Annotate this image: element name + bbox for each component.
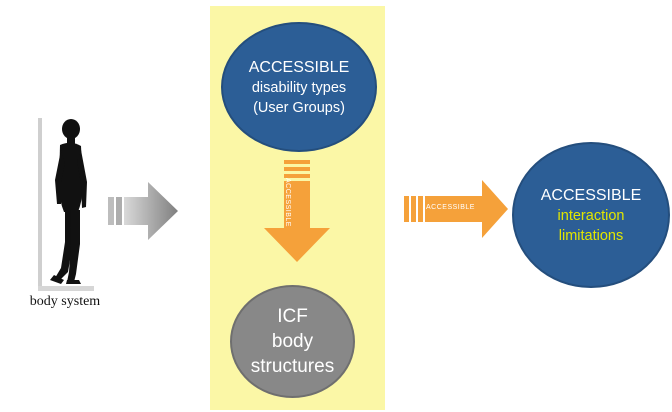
groups-to-icf-arrow-icon <box>264 160 330 262</box>
body-to-groups-arrow-icon <box>108 182 178 240</box>
interaction-limitations-circle: ACCESSIBLE interaction limitations <box>512 142 670 288</box>
user-groups-circle: ACCESSIBLE disability types (User Groups… <box>221 22 377 152</box>
right-arrow-label: ACCESSIBLE <box>426 204 475 211</box>
down-arrow-label: ACCESSIBLE <box>284 178 291 227</box>
human-figure-icon <box>38 118 94 291</box>
interaction-title: ACCESSIBLE <box>540 186 642 204</box>
user-groups-line2: (User Groups) <box>253 99 345 116</box>
icf-line3: structures <box>250 356 335 377</box>
groups-to-interaction-arrow-icon <box>404 180 508 238</box>
user-groups-title: ACCESSIBLE <box>248 58 350 76</box>
icf-line2: body <box>271 331 314 352</box>
interaction-line1: interaction <box>557 207 625 224</box>
body-system-caption: body system <box>29 294 101 309</box>
icf-body-structures-circle: ICF body structures <box>230 285 355 398</box>
icf-line1: ICF <box>277 306 308 327</box>
user-groups-line1: disability types <box>251 79 347 96</box>
interaction-line2: limitations <box>558 227 624 244</box>
